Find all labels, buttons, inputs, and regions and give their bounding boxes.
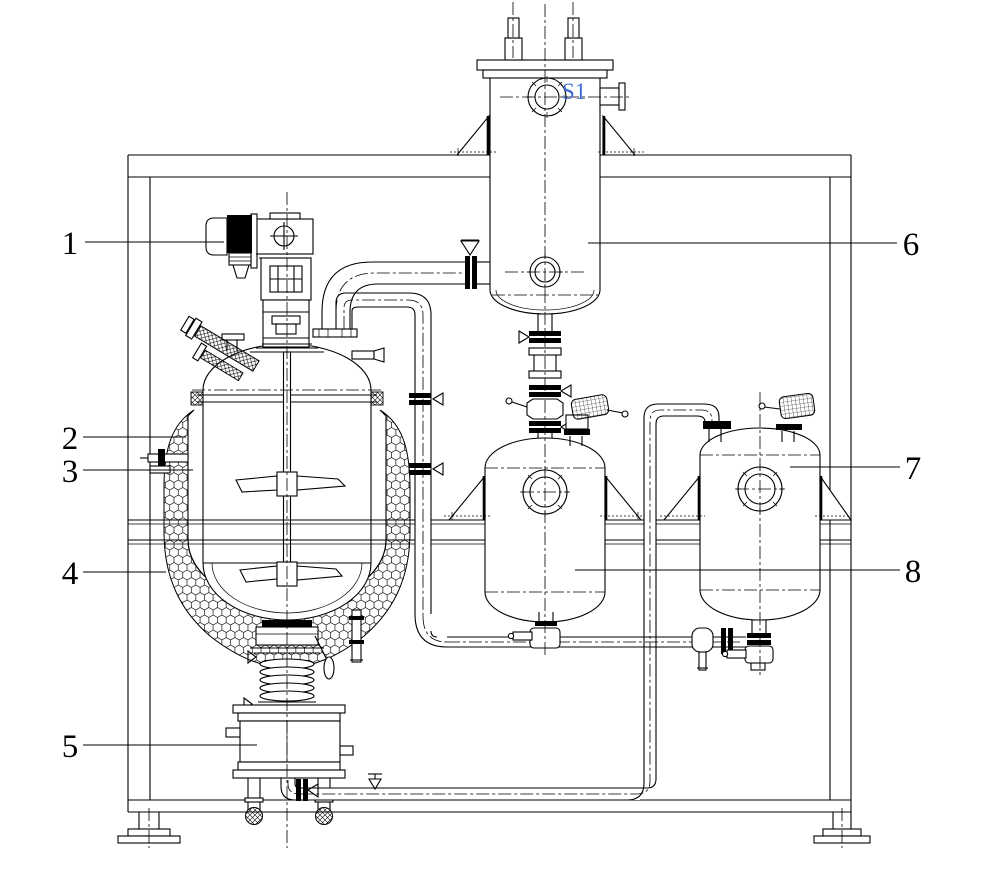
reactor [140, 212, 411, 712]
callout-1: 1 [62, 226, 224, 262]
reactor-outlet-line [335, 292, 448, 648]
tank-bracket-left [444, 474, 490, 521]
callout-8-label: 8 [905, 554, 922, 590]
angled-stub-nozzle [191, 342, 244, 382]
callout-5: 5 [62, 729, 257, 765]
receiver-tank-right [660, 392, 853, 621]
callout-5-label: 5 [62, 729, 79, 765]
caster-wheel-right [314, 797, 334, 825]
right-tank-drain-valve [721, 620, 774, 671]
callout-6-label: 6 [903, 227, 920, 263]
callout-4-label: 4 [62, 556, 79, 592]
tank-bracket-right [600, 474, 646, 521]
vent-valve-icon [459, 239, 481, 257]
condenser-side-nozzle [599, 82, 626, 111]
centerlines [148, 2, 843, 848]
callout-1-label: 1 [62, 226, 79, 262]
head-side-valve [351, 347, 385, 363]
callout-2: 2 [62, 421, 186, 457]
agitator-drive [205, 212, 324, 353]
condenser-top-nozzle-right [564, 17, 583, 61]
callout-3: 3 [62, 454, 193, 490]
tank-top-valve [564, 394, 629, 446]
callout-8: 8 [575, 554, 921, 590]
filter-unit [225, 704, 354, 825]
gate-valve [505, 397, 564, 420]
inline-valve-icon [368, 773, 382, 791]
condenser-shell [489, 74, 601, 315]
callout-6: 6 [588, 227, 919, 263]
drain-header [447, 612, 774, 671]
condenser-bracket-left [450, 114, 497, 156]
tank-top-valve [758, 392, 816, 442]
callout-4: 4 [62, 556, 166, 592]
nozzle-label-s1: S1 [562, 79, 586, 104]
thermowell-nozzle [179, 315, 260, 372]
condenser-bracket-right [598, 114, 645, 156]
callouts: 1 2 3 4 5 6 7 8 S1 [62, 79, 922, 765]
callout-7: 7 [790, 451, 921, 487]
motor [205, 217, 228, 256]
callout-2-label: 2 [62, 421, 79, 457]
filter-leg-left [247, 778, 261, 800]
condenser-top-nozzle-left [504, 17, 523, 61]
caster-wheel-left [244, 797, 264, 825]
vapor-line [312, 239, 490, 338]
inline-trap [691, 627, 714, 671]
jacket-inlet-nozzle [140, 449, 189, 474]
jacket-drain-pipe [349, 609, 364, 663]
callout-7-label: 7 [905, 451, 922, 487]
tank-bracket-right [815, 474, 853, 521]
tank-bracket-left [660, 474, 705, 521]
vacuum-line [280, 403, 731, 801]
callout-3-label: 3 [62, 454, 79, 490]
condensate-valve-stack [505, 330, 572, 444]
